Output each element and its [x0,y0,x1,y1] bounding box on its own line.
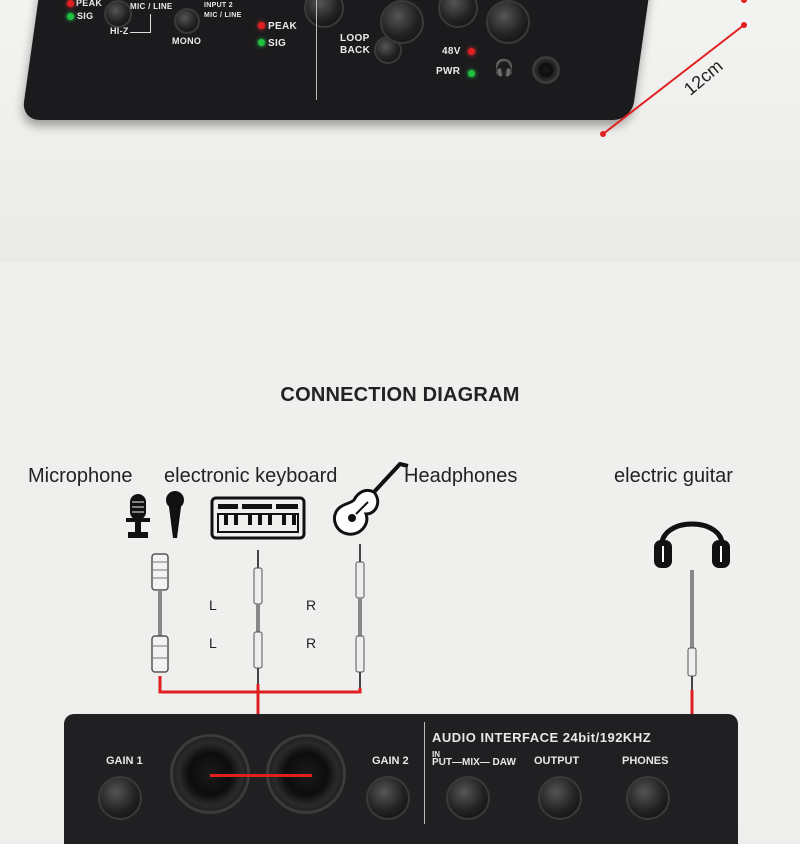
interface-divider [424,722,425,824]
measurement-line [600,0,747,137]
sig-label-2: SIG [268,38,287,49]
pwr-led [468,70,475,77]
phones-knob-top[interactable] [486,0,530,44]
diagram-title: CONNECTION DIAGRAM [280,384,520,406]
keyboard-icon [210,496,306,540]
mic-line-label-1: MIC / LINE [130,2,173,11]
peak-led-1 [67,0,74,7]
gain2-knob[interactable] [366,776,410,820]
v48-led [468,48,475,55]
guitar-label: electric guitar [614,465,733,487]
microphone-icon [126,491,184,538]
output-label: OUTPUT [534,755,580,767]
hiz-underline [130,32,150,33]
hiz-bracket [150,14,151,33]
sig-led-1 [67,13,74,20]
keyboard-label: electronic keyboard [164,465,338,487]
gain-knob-top-1[interactable] [304,0,344,28]
peak-label-1: PEAK [76,0,103,8]
headphone-icon: 🎧 [494,60,514,77]
headphones-label: Headphones [404,465,518,487]
panel-divider [316,0,317,100]
mix-knob-top[interactable] [380,0,424,44]
input2-label: INPUT 2 [204,2,233,9]
right-channel-label-bottom: R [306,635,317,651]
mono-label: MONO [172,36,202,46]
mix-knob[interactable] [446,776,490,820]
peak-led-2 [258,22,265,29]
sig-led-2 [258,39,265,46]
interface-title: AUDIO INTERFACE 24bit/192KHZ [432,730,652,745]
sig-label-1: SIG [77,11,94,21]
v48-label: 48V [442,46,461,57]
top-product-photo: PEAK SIG MIC / LINE HI-Z MONO INPUT 2 MI… [0,0,800,262]
hiz-switch-knob[interactable] [104,0,132,28]
gain1-label: GAIN 1 [106,755,143,767]
electric-guitar-icon [333,462,409,536]
mix-label: PUT—MIX— DAW [432,757,516,768]
phones-knob[interactable] [626,776,670,820]
peak-label-2: PEAK [268,21,297,32]
in-label: IN [432,750,440,759]
pwr-label: PWR [436,66,461,77]
left-channel-label-top: L [209,597,217,613]
headphones-icon [654,521,730,568]
combo-connection-line [210,774,312,777]
back-label: BACK [340,45,371,56]
loop-label: LOOP [340,33,370,44]
hiz-label: HI-Z [110,26,129,36]
headphone-jack-top [532,56,560,84]
mono-button[interactable] [174,8,200,34]
left-channel-label-bottom: L [209,635,217,651]
right-channel-label-top: R [306,597,317,613]
gain2-label: GAIN 2 [372,755,409,767]
microphone-label: Microphone [28,465,133,487]
gain1-knob[interactable] [98,776,142,820]
phones-label: PHONES [622,755,669,767]
output-knob[interactable] [538,776,582,820]
mic-line-label-2: MIC / LINE [204,12,242,19]
